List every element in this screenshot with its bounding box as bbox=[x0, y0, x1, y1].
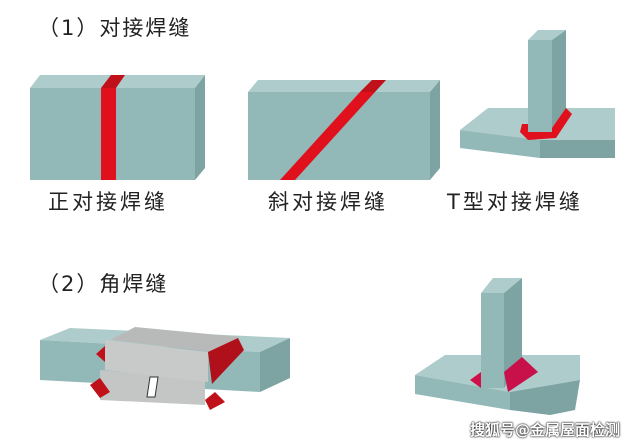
weld-seam bbox=[101, 88, 116, 180]
slot-marker bbox=[146, 376, 159, 398]
diagonal-butt-weld-block bbox=[248, 80, 440, 180]
weld-seam bbox=[280, 92, 375, 180]
watermark: 搜狐号@金属屋面检测 bbox=[470, 421, 621, 439]
weld-seam bbox=[205, 392, 225, 410]
lap-fillet-weld-block bbox=[40, 327, 290, 410]
weld-seam bbox=[470, 372, 481, 388]
weld-seam bbox=[208, 338, 244, 384]
weld-seam bbox=[360, 80, 386, 92]
section-title-butt-weld: （1）对接焊缝 bbox=[38, 16, 192, 40]
label-diagonal-butt-weld: 斜对接焊缝 bbox=[268, 190, 388, 214]
weld-seam bbox=[101, 75, 125, 88]
weld-seam bbox=[90, 378, 110, 398]
label-t-butt-weld: T型对接焊缝 bbox=[447, 190, 583, 214]
straight-butt-weld-block bbox=[30, 75, 205, 180]
weld-seam bbox=[520, 108, 572, 140]
weld-seam bbox=[96, 346, 105, 362]
section-title-fillet-weld: （2）角焊缝 bbox=[38, 272, 169, 296]
weld-seam bbox=[504, 357, 538, 392]
t-fillet-weld-block bbox=[415, 278, 580, 415]
t-butt-weld-block bbox=[460, 30, 615, 158]
label-straight-butt-weld: 正对接焊缝 bbox=[48, 190, 168, 214]
